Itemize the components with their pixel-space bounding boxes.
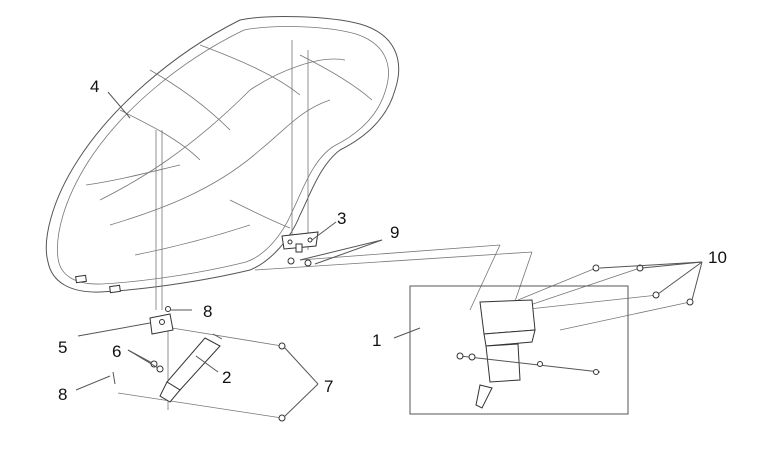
callout-labels: 4 3 9 10 8 1 5 6 2 7 8: [58, 77, 727, 404]
strut-bracket-part-5: [112, 306, 174, 385]
callout-6: 6: [112, 342, 121, 361]
callout-9: 9: [390, 223, 399, 242]
leader-lines: [75, 91, 703, 418]
guide-lines: [117, 40, 691, 419]
hinge-bracket-part-3: [281, 231, 319, 267]
gas-strut-part-2: [159, 333, 286, 422]
callout-7: 7: [324, 377, 333, 396]
callout-3: 3: [337, 209, 346, 228]
callout-8-upper: 8: [203, 302, 212, 321]
latch-assembly-part-1: [409, 264, 694, 415]
callout-1: 1: [372, 331, 381, 350]
callout-4: 4: [90, 77, 99, 96]
callout-10: 10: [708, 248, 727, 267]
seat-assembly: [45, 16, 400, 294]
callout-2: 2: [222, 368, 231, 387]
callout-5: 5: [58, 338, 67, 357]
callout-8-lower: 8: [58, 385, 67, 404]
